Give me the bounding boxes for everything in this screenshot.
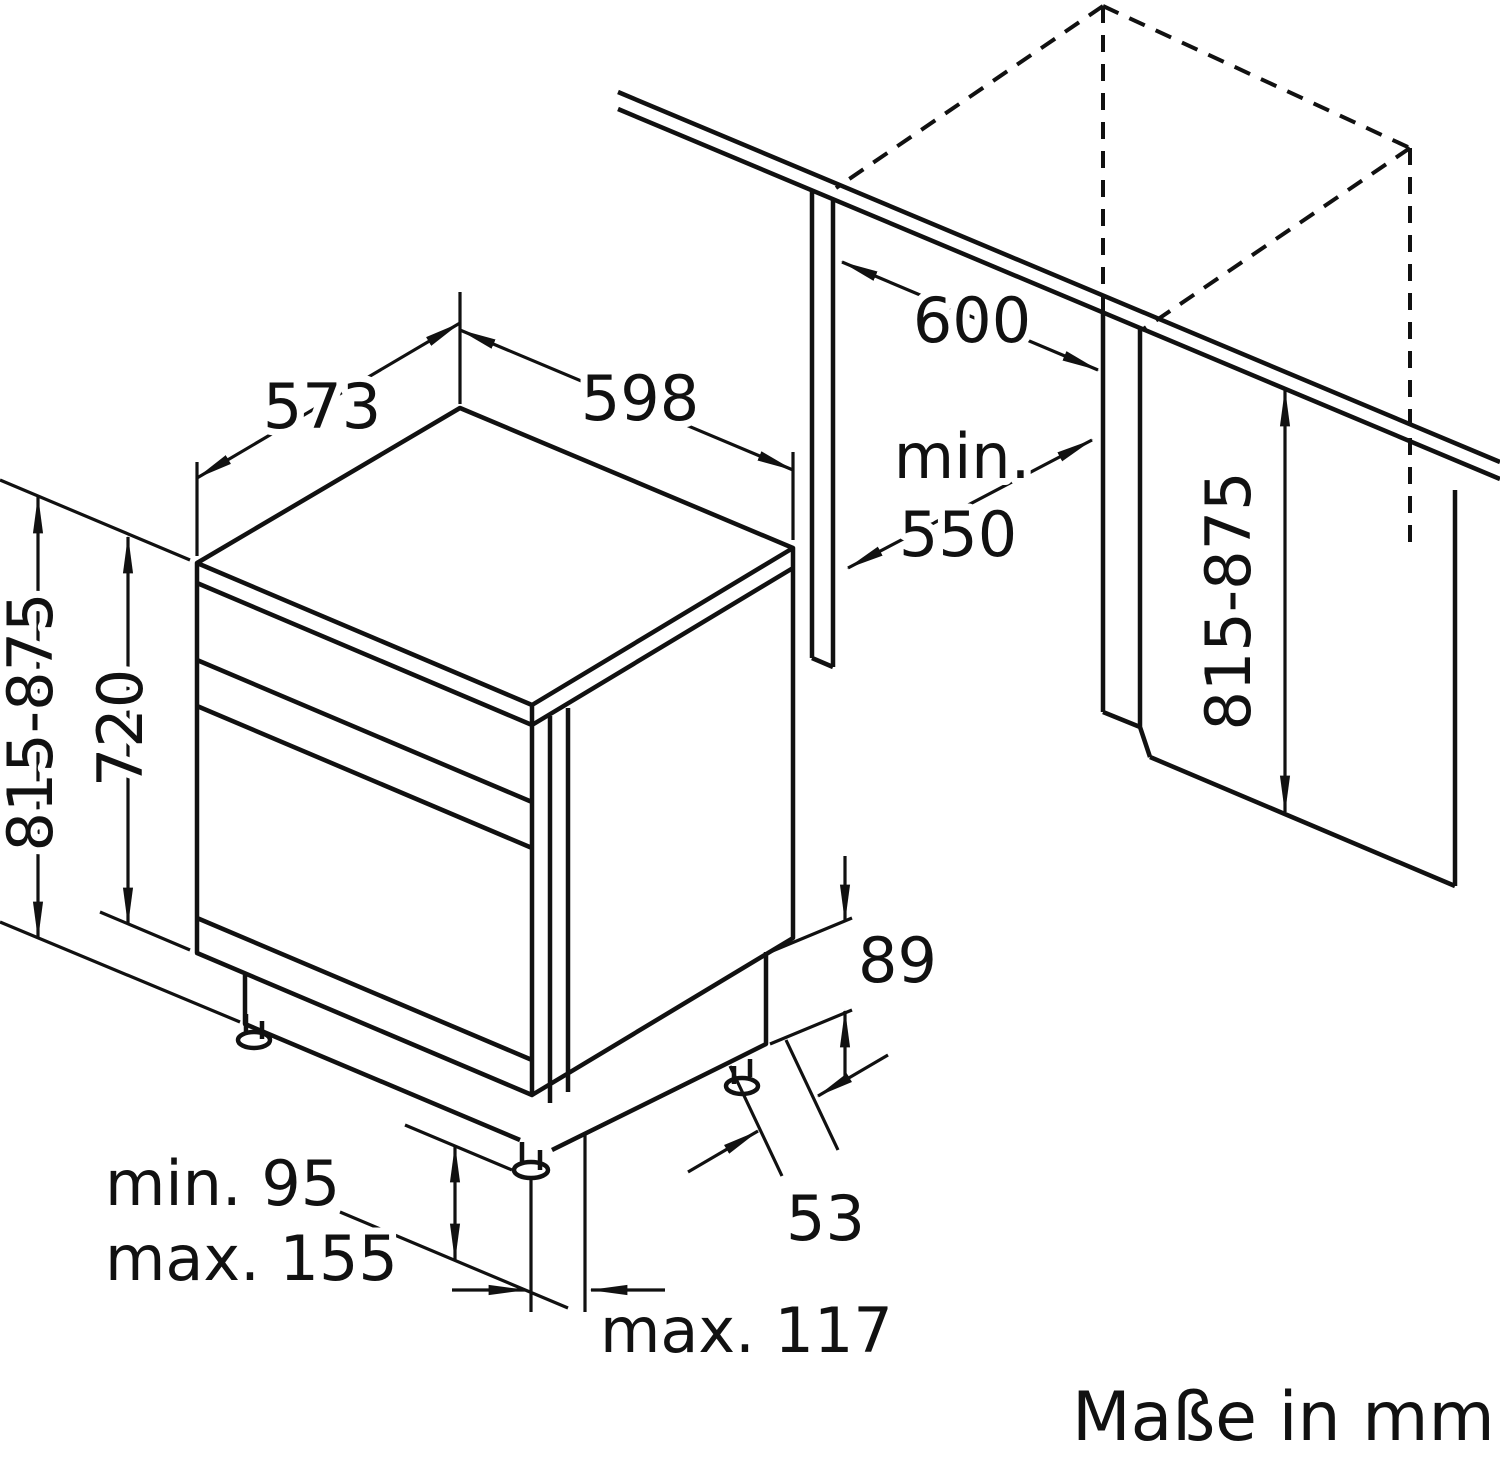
- label-plinth-recess: max. 117: [600, 1294, 893, 1367]
- label-base-offset: 53: [786, 1182, 865, 1255]
- dishwasher-outline: [194, 405, 796, 1181]
- label-body-height: 720: [84, 669, 157, 787]
- label-top-depth: 573: [263, 370, 381, 443]
- units-note: Maße in mm: [1072, 1378, 1495, 1457]
- dimension-arrows: [32, 260, 1291, 1296]
- cabinet-dashed-outline: [834, 4, 1412, 553]
- label-niche-depth-value: 550: [899, 498, 1017, 571]
- kitchen-niche: [617, 4, 1500, 889]
- foot-left: [235, 1029, 273, 1051]
- adjustable-feet: [243, 1014, 753, 1170]
- label-base-rear-height: 89: [858, 924, 937, 997]
- worktop-lines: [617, 89, 1500, 482]
- dimension-labels: 573 598 600 min. 550 815-875 720 89 815-…: [0, 277, 1495, 1457]
- label-niche-depth-min: min.: [894, 420, 1031, 493]
- label-overall-height: 815-875: [0, 592, 67, 851]
- label-feet-min: min. 95: [105, 1147, 340, 1220]
- foot-front: [511, 1159, 551, 1181]
- niche-left-panel: [809, 190, 836, 670]
- label-feet-max: max. 155: [105, 1222, 398, 1295]
- dim-arrow-53-right: [816, 1053, 889, 1098]
- dim-arrow-600: [840, 260, 1100, 372]
- label-top-width: 598: [581, 362, 699, 435]
- dim-arrow-550: [846, 438, 1094, 570]
- niche-right-panel: [1100, 313, 1458, 889]
- label-niche-width: 600: [913, 284, 1031, 357]
- dim-arrow-598: [458, 328, 795, 472]
- dim-arrow-573: [195, 321, 462, 480]
- dim-arrow-53-left: [687, 1129, 760, 1174]
- label-niche-height: 815-875: [1192, 471, 1265, 730]
- dishwasher-body: [194, 405, 796, 1153]
